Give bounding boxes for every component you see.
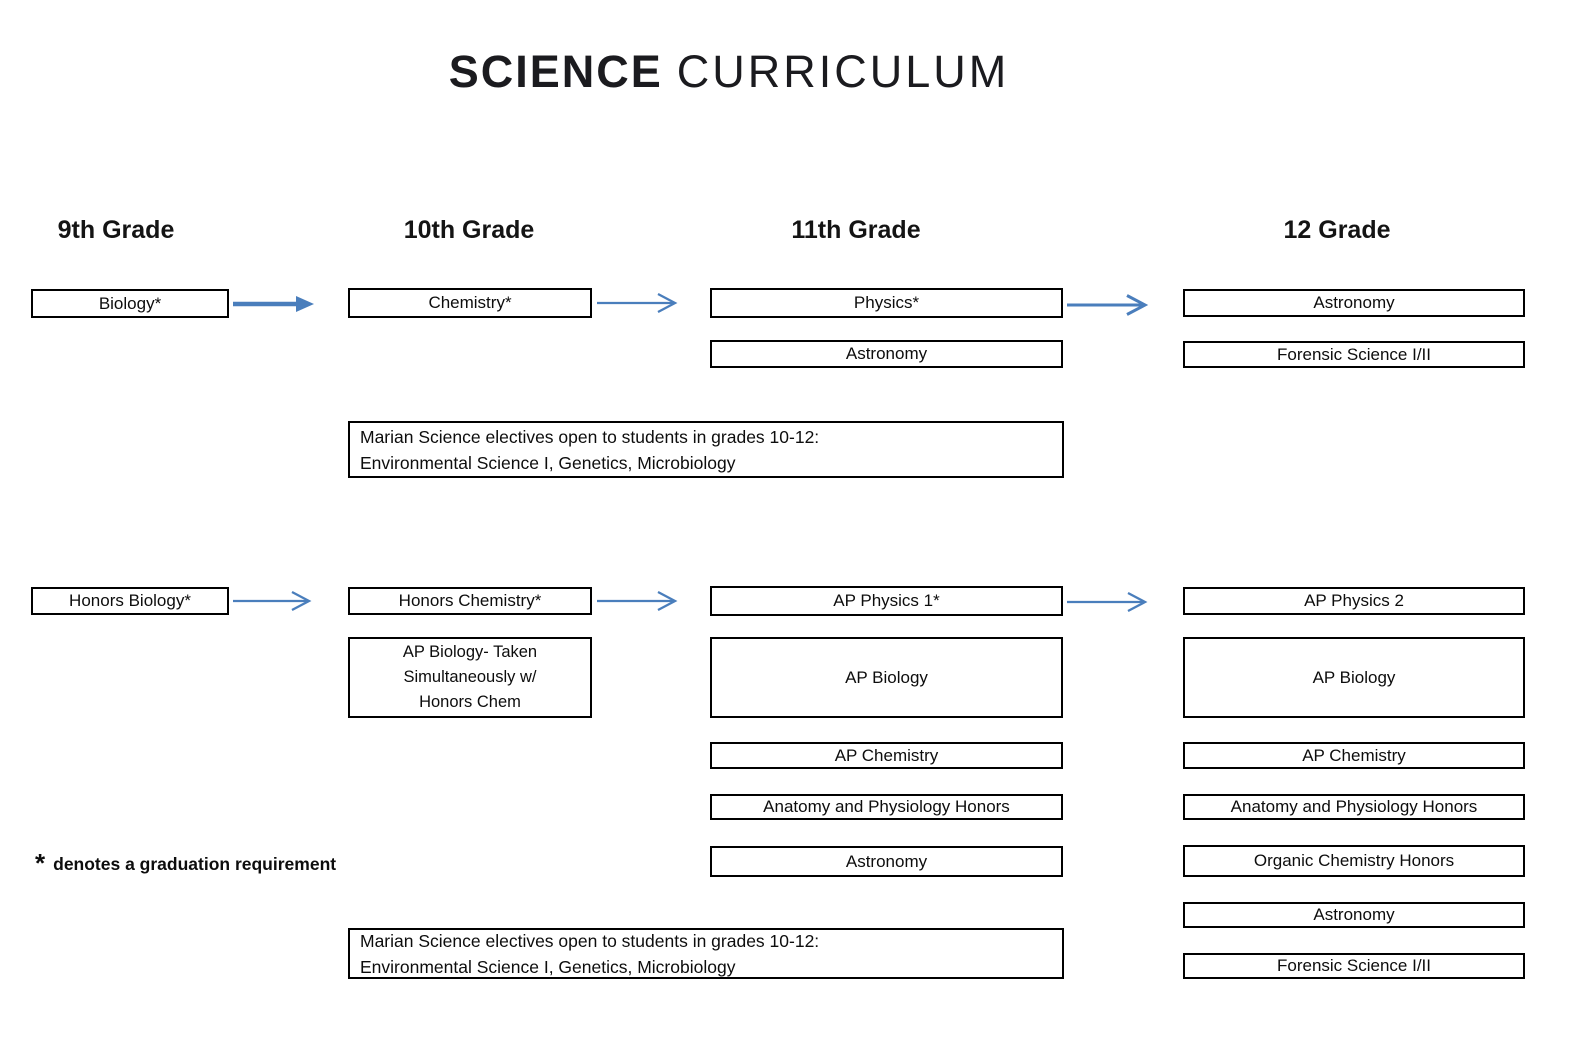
ap-biology-note-line3: Honors Chem	[419, 693, 521, 711]
column-header-11th-grade: 11th Grade	[791, 216, 921, 244]
page-title: SCIENCE CURRICULUM	[449, 46, 1010, 98]
arrow-chemistry-to-physics	[597, 292, 678, 314]
course-box-honors-biology: Honors Biology*	[31, 587, 229, 615]
course-box-astronomy-11-bottom: Astronomy	[710, 846, 1063, 877]
course-box-ap-physics-2: AP Physics 2	[1183, 587, 1525, 615]
footnote-text: denotes a graduation requirement	[53, 854, 337, 874]
column-header-10th-grade: 10th Grade	[403, 216, 535, 244]
electives-note-top-line1: Marian Science electives open to student…	[360, 426, 820, 447]
course-box-honors-chemistry: Honors Chemistry*	[348, 587, 592, 615]
course-box-ap-biology-note: AP Biology- Taken Simultaneously w/ Hono…	[348, 637, 592, 718]
ap-biology-note-line2: Simultaneously w/	[403, 668, 537, 686]
electives-note-bottom-line2: Environmental Science I, Genetics, Micro…	[360, 956, 736, 977]
course-box-anatomy-physiology-12: Anatomy and Physiology Honors	[1183, 794, 1525, 820]
course-box-ap-chemistry-12: AP Chemistry	[1183, 742, 1525, 769]
arrow-biology-to-chemistry	[233, 296, 314, 312]
course-box-ap-biology-11: AP Biology	[710, 637, 1063, 718]
course-box-organic-chemistry-12: Organic Chemistry Honors	[1183, 845, 1525, 877]
course-box-astronomy-11-top: Astronomy	[710, 340, 1063, 368]
course-box-ap-chemistry-11: AP Chemistry	[710, 742, 1063, 769]
column-header-9th-grade: 9th Grade	[57, 216, 175, 244]
electives-note-top-line2: Environmental Science I, Genetics, Micro…	[360, 452, 736, 473]
course-box-physics: Physics*	[710, 288, 1063, 318]
arrow-physics-to-astronomy	[1067, 294, 1149, 316]
page-title-secondary: CURRICULUM	[676, 46, 1010, 97]
course-box-chemistry: Chemistry*	[348, 288, 592, 318]
electives-note-bottom: Marian Science electives open to student…	[348, 928, 1064, 979]
course-box-forensic-science-12-top: Forensic Science I/II	[1183, 341, 1525, 368]
graduation-requirement-footnote: * denotes a graduation requirement	[35, 848, 336, 879]
arrow-honors-chemistry-to-ap-physics-1	[597, 590, 678, 612]
arrow-honors-biology-to-honors-chemistry	[233, 590, 312, 612]
arrow-ap-physics-1-to-ap-physics-2	[1067, 591, 1148, 613]
course-box-biology: Biology*	[31, 289, 229, 318]
electives-note-top: Marian Science electives open to student…	[348, 421, 1064, 478]
course-box-anatomy-physiology-11: Anatomy and Physiology Honors	[710, 794, 1063, 820]
footnote-asterisk: *	[35, 848, 46, 878]
column-header-12-grade: 12 Grade	[1283, 216, 1391, 244]
course-box-ap-biology-12: AP Biology	[1183, 637, 1525, 718]
course-box-ap-physics-1: AP Physics 1*	[710, 586, 1063, 616]
course-box-astronomy-12-bottom: Astronomy	[1183, 902, 1525, 928]
page-title-primary: SCIENCE	[448, 46, 663, 97]
electives-note-bottom-line1: Marian Science electives open to student…	[360, 930, 820, 951]
course-box-astronomy-12-top: Astronomy	[1183, 289, 1525, 317]
ap-biology-note-line1: AP Biology- Taken	[402, 643, 538, 661]
course-box-forensic-science-12-bottom: Forensic Science I/II	[1183, 953, 1525, 979]
